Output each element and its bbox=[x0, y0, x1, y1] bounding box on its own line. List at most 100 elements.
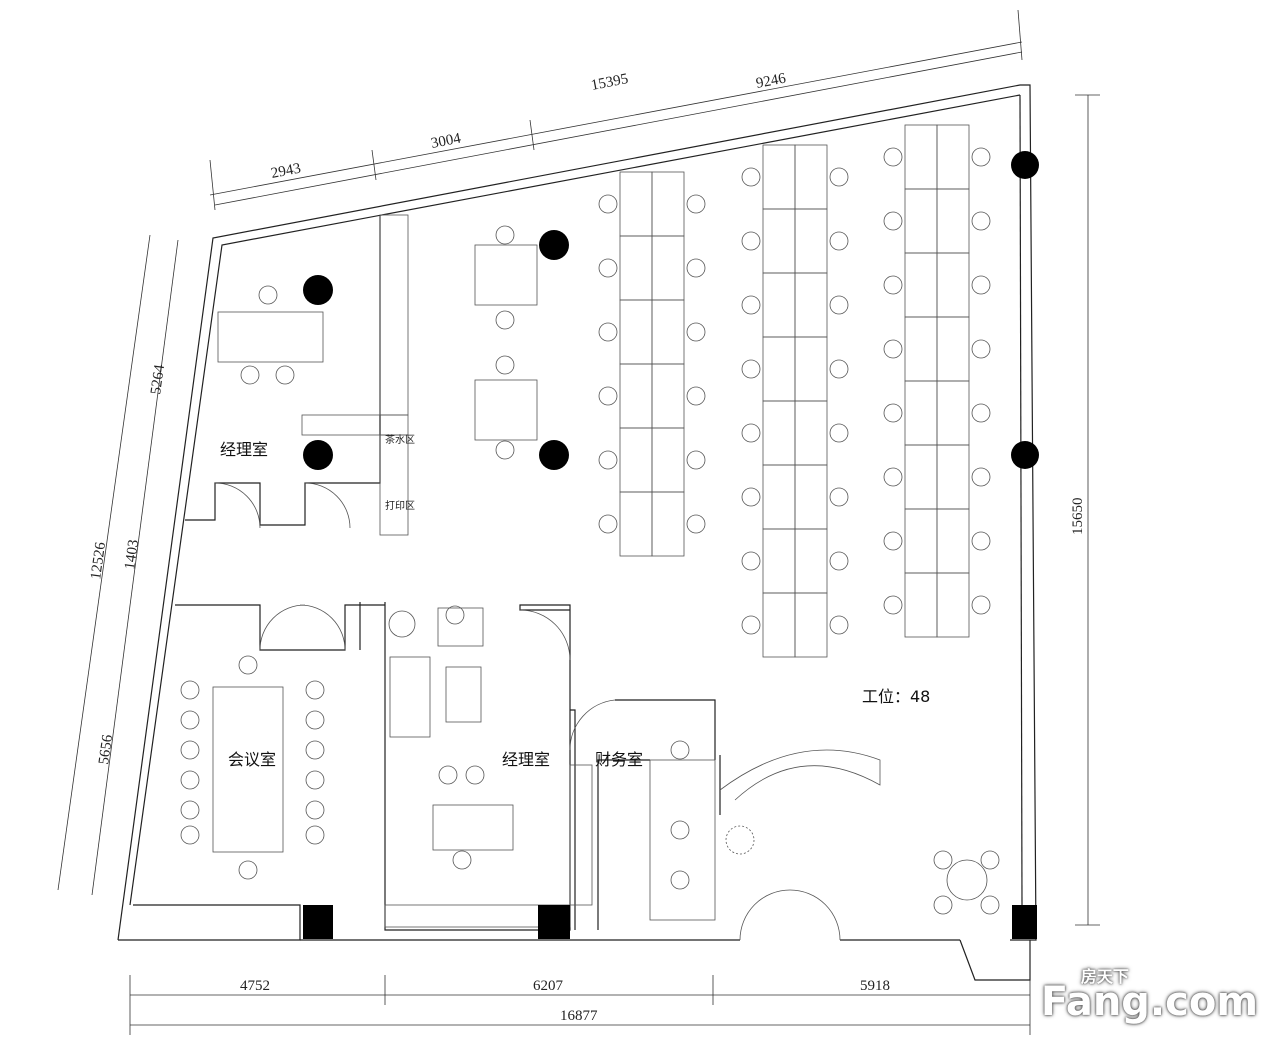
chair bbox=[829, 231, 849, 251]
chair bbox=[495, 440, 515, 460]
room-label-meeting-room: 会议室 bbox=[228, 750, 276, 769]
chair bbox=[495, 355, 515, 375]
meeting-chair bbox=[180, 710, 200, 730]
chair bbox=[670, 740, 690, 760]
room-label-manager-office-1: 经理室 bbox=[220, 440, 268, 459]
dim-right-15650: 15650 bbox=[1070, 498, 1086, 536]
chair bbox=[829, 615, 849, 635]
desk bbox=[619, 299, 653, 365]
chair bbox=[829, 487, 849, 507]
chair bbox=[686, 258, 706, 278]
desk bbox=[619, 363, 653, 429]
desk bbox=[794, 208, 828, 274]
desk bbox=[904, 444, 938, 510]
desk bbox=[904, 124, 938, 190]
chair bbox=[883, 595, 903, 615]
chair bbox=[971, 531, 991, 551]
chair bbox=[971, 403, 991, 423]
desk bbox=[794, 528, 828, 594]
desk bbox=[904, 380, 938, 446]
chair bbox=[741, 423, 761, 443]
chair bbox=[971, 467, 991, 487]
dim-top-2943: 2943 bbox=[270, 160, 303, 181]
desk bbox=[762, 528, 796, 594]
meeting-chair bbox=[305, 800, 325, 820]
dim-bottom-6207: 6207 bbox=[533, 978, 564, 994]
desk bbox=[904, 252, 938, 318]
desk bbox=[762, 464, 796, 530]
desk bbox=[936, 188, 970, 254]
desk bbox=[936, 252, 970, 318]
meeting-chair bbox=[180, 825, 200, 845]
desk bbox=[794, 144, 828, 210]
chair bbox=[670, 870, 690, 890]
chair bbox=[933, 895, 953, 915]
chair bbox=[598, 514, 618, 534]
desk bbox=[904, 188, 938, 254]
chair bbox=[598, 386, 618, 406]
chair bbox=[598, 450, 618, 470]
interior-walls bbox=[175, 214, 988, 941]
desk bbox=[619, 427, 653, 493]
desk bbox=[762, 592, 796, 658]
desk bbox=[762, 144, 796, 210]
chair bbox=[829, 359, 849, 379]
desk bbox=[619, 171, 653, 237]
desk bbox=[619, 235, 653, 301]
chair bbox=[240, 365, 260, 385]
dim-top-3004: 3004 bbox=[430, 130, 463, 152]
desk bbox=[936, 572, 970, 638]
chair bbox=[445, 605, 465, 625]
room-label-print-area: 打印区 bbox=[385, 499, 415, 512]
desk bbox=[936, 380, 970, 446]
chair bbox=[883, 211, 903, 231]
meeting-chair bbox=[180, 800, 200, 820]
chair bbox=[980, 850, 1000, 870]
dim-left-5264: 5264 bbox=[148, 363, 168, 395]
dim-bottom-16877: 16877 bbox=[560, 1008, 598, 1024]
desk bbox=[651, 299, 685, 365]
desk bbox=[794, 592, 828, 658]
chair bbox=[686, 450, 706, 470]
chair bbox=[686, 514, 706, 534]
chair bbox=[980, 895, 1000, 915]
chair bbox=[829, 295, 849, 315]
chair bbox=[258, 285, 278, 305]
meeting-chair bbox=[305, 680, 325, 700]
desk bbox=[794, 272, 828, 338]
chair bbox=[883, 403, 903, 423]
meeting-chair bbox=[305, 770, 325, 790]
chair bbox=[971, 275, 991, 295]
desk bbox=[619, 491, 653, 557]
chair bbox=[686, 322, 706, 342]
chair bbox=[686, 194, 706, 214]
desk bbox=[794, 400, 828, 466]
desk bbox=[904, 316, 938, 382]
meeting-chair bbox=[305, 740, 325, 760]
desk bbox=[762, 400, 796, 466]
chair bbox=[883, 275, 903, 295]
chair bbox=[741, 295, 761, 315]
chair bbox=[438, 765, 458, 785]
chair bbox=[670, 820, 690, 840]
desk bbox=[936, 316, 970, 382]
chair bbox=[686, 386, 706, 406]
structural-columns bbox=[303, 151, 1039, 939]
chair bbox=[883, 467, 903, 487]
desk bbox=[762, 208, 796, 274]
chair bbox=[275, 365, 295, 385]
desk bbox=[651, 171, 685, 237]
desk bbox=[936, 124, 970, 190]
chair bbox=[465, 765, 485, 785]
desk bbox=[794, 336, 828, 402]
meeting-chair bbox=[180, 680, 200, 700]
chair bbox=[741, 231, 761, 251]
chair bbox=[238, 860, 258, 880]
chair bbox=[741, 359, 761, 379]
chair bbox=[933, 850, 953, 870]
chair bbox=[741, 615, 761, 635]
chair bbox=[971, 595, 991, 615]
chair bbox=[598, 194, 618, 214]
